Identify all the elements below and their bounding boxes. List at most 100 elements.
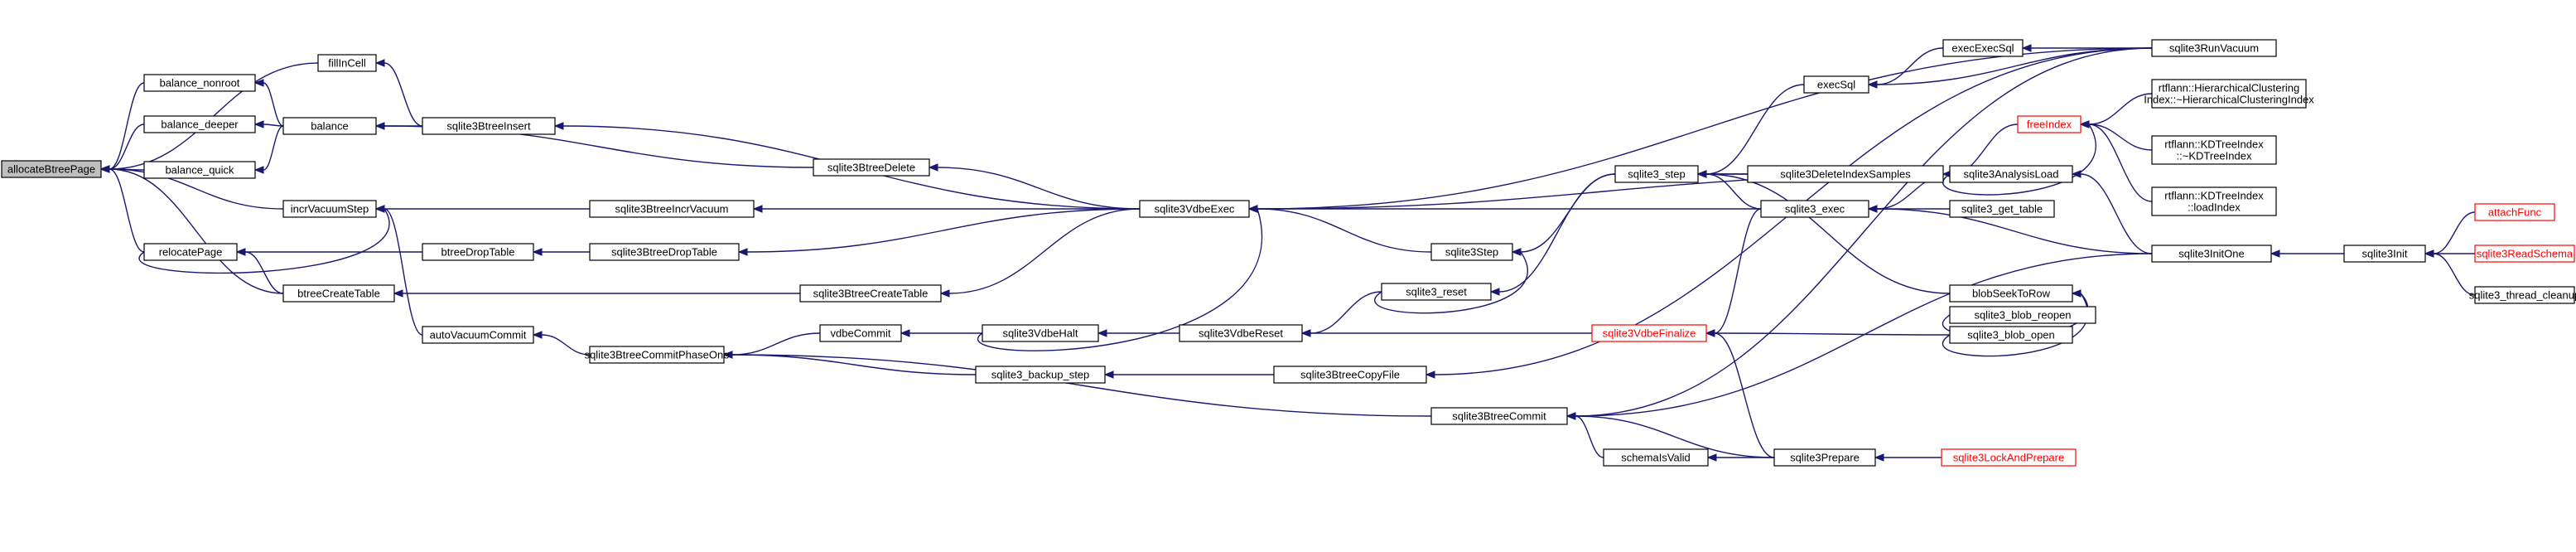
graph-node[interactable]: execExecSql: [1942, 39, 2024, 57]
node-label: btreeCreateTable: [297, 288, 380, 300]
graph-node[interactable]: relocatePage: [143, 243, 238, 261]
graph-edge: [1300, 291, 1382, 337]
graph-node[interactable]: sqlite3BtreeInsert: [422, 117, 556, 135]
edge-line: [109, 168, 284, 294]
graph-node[interactable]: incrVacuumStep: [282, 200, 377, 218]
graph-node[interactable]: sqlite3LockAndPrepare: [1941, 448, 2077, 467]
graph-node[interactable]: sqlite3_get_table: [1949, 200, 2055, 218]
graph-node[interactable]: sqlite3_exec: [1760, 200, 1869, 218]
graph-node[interactable]: btreeCreateTable: [282, 284, 395, 303]
graph-node[interactable]: sqlite3RunVacuum: [2151, 39, 2277, 57]
node-box: [1949, 306, 2096, 324]
graph-node[interactable]: balance_deeper: [143, 115, 256, 133]
graph-node[interactable]: sqlite3VdbeFinalize: [1591, 324, 1707, 342]
graph-node[interactable]: sqlite3_step: [1614, 165, 1699, 183]
edge-line: [1575, 415, 1604, 458]
graph-node[interactable]: sqlite3VdbeHalt: [982, 324, 1099, 342]
graph-edge: [2079, 120, 2153, 202]
graph-node[interactable]: sqlite3Init: [2343, 245, 2426, 263]
edge-arrowhead: [1696, 170, 1707, 178]
graph-node[interactable]: sqlite3BtreeDelete: [813, 158, 930, 177]
graph-node[interactable]: sqlite3DeleteIndexSamples: [1747, 165, 1944, 183]
graph-node[interactable]: sqlite3_backup_step: [975, 366, 1106, 384]
graph-node[interactable]: balance_quick: [143, 161, 256, 179]
graph-edge: [2079, 120, 2153, 151]
graph-node[interactable]: sqlite3BtreeCommit: [1430, 407, 1568, 425]
graph-node[interactable]: execSql: [1803, 75, 1869, 94]
edge-arrowhead: [2424, 249, 2434, 258]
node-label: sqlite3ReadSchema: [2477, 248, 2574, 260]
graph-node[interactable]: sqlite3_blob_open: [1949, 326, 2073, 344]
graph-node[interactable]: sqlite3BtreeIncrVacuum: [589, 200, 755, 218]
graph-node[interactable]: vdbeCommit: [819, 324, 902, 342]
graph-node[interactable]: rtflann::KDTreeIndex::loadIndex: [2151, 186, 2277, 216]
graph-node[interactable]: sqlite3InitOne: [2151, 245, 2272, 263]
graph-node[interactable]: balance: [282, 117, 377, 135]
node-label: sqlite3InitOne: [2178, 248, 2245, 260]
node-box: [2151, 245, 2272, 263]
edge-line: [2080, 173, 2153, 254]
node-label: execExecSql: [1951, 42, 2014, 55]
graph-node[interactable]: sqlite3BtreeCopyFile: [1273, 366, 1427, 384]
graph-node[interactable]: rtflann::KDTreeIndex::~KDTreeIndex: [2151, 135, 2277, 165]
graph-node[interactable]: autoVacuumCommit: [422, 326, 534, 344]
edge-line: [937, 167, 1141, 210]
graph-node[interactable]: freeIndex: [2017, 115, 2082, 133]
node-label: sqlite3BtreeCommitPhaseOne: [585, 349, 730, 361]
node-label: sqlite3RunVacuum: [2169, 42, 2259, 55]
graph-node[interactable]: sqlite3_thread_cleanup: [2469, 286, 2576, 304]
node-label: fillInCell: [328, 57, 366, 70]
node-label: rtflann::HierarchicalClustering: [2159, 82, 2300, 94]
node-box: [975, 366, 1106, 384]
graph-node[interactable]: sqlite3VdbeReset: [1179, 324, 1303, 342]
node-box: [819, 324, 902, 342]
graph-node[interactable]: allocateBtreePage: [1, 160, 102, 178]
graph-node[interactable]: btreeDropTable: [422, 243, 534, 261]
edge-arrowhead: [1489, 288, 1500, 296]
graph-node[interactable]: rtflann::HierarchicalClusteringIndex::~H…: [2144, 79, 2314, 109]
node-label: sqlite3VdbeHalt: [1002, 327, 1078, 340]
graph-node[interactable]: balance_nonroot: [143, 74, 256, 92]
edge-line: [731, 354, 1432, 417]
graph-node[interactable]: sqlite3Prepare: [1773, 448, 1876, 467]
node-box: [589, 346, 725, 364]
graph-node[interactable]: sqlite3VdbeExec: [1139, 200, 1250, 218]
graph-node[interactable]: sqlite3_reset: [1381, 283, 1492, 301]
node-box: [1949, 165, 2073, 183]
graph-edge: [1300, 329, 1592, 337]
node-box: [1273, 366, 1427, 384]
edge-arrowhead: [2021, 44, 2032, 52]
graph-node[interactable]: sqlite3_blob_reopen: [1949, 306, 2096, 324]
node-label: btreeDropTable: [441, 246, 515, 259]
edge-arrowhead: [1247, 205, 1258, 213]
edge-line: [263, 82, 284, 127]
edge-arrowhead: [1867, 80, 1878, 89]
node-label: sqlite3BtreeCommit: [1452, 410, 1546, 423]
edge-arrowhead: [1103, 370, 1114, 379]
node-box: [813, 158, 930, 177]
node-label: ::~KDTreeIndex: [2177, 150, 2252, 162]
edge-arrowhead: [928, 163, 938, 172]
graph-node[interactable]: schemaIsValid: [1603, 448, 1709, 467]
edge-line: [731, 332, 821, 356]
graph-node[interactable]: sqlite3BtreeCreateTable: [799, 284, 942, 303]
graph-edge: [253, 120, 284, 128]
graph-node[interactable]: sqlite3AnalysisLoad: [1949, 165, 2073, 183]
graph-node[interactable]: blobSeekToRow: [1949, 284, 2073, 303]
node-label: attachFunc: [2488, 206, 2542, 219]
node-box: [282, 284, 395, 303]
node-label: sqlite3_thread_cleanup: [2469, 289, 2576, 302]
node-label: sqlite3BtreeDelete: [827, 162, 915, 174]
graph-node[interactable]: sqlite3BtreeCommitPhaseOne: [585, 346, 730, 364]
node-label: sqlite3VdbeFinalize: [1603, 327, 1696, 340]
graph-node[interactable]: attachFunc: [2474, 203, 2555, 221]
graph-node[interactable]: fillInCell: [317, 54, 377, 72]
node-box: [1747, 165, 1944, 183]
graph-node[interactable]: sqlite3BtreeDropTable: [589, 243, 740, 261]
graph-node[interactable]: sqlite3Step: [1430, 243, 1513, 261]
node-label: schemaIsValid: [1621, 452, 1691, 464]
edge-arrowhead: [737, 248, 748, 256]
graph-node[interactable]: sqlite3ReadSchema: [2474, 245, 2575, 263]
node-label: balance_quick: [165, 164, 234, 177]
